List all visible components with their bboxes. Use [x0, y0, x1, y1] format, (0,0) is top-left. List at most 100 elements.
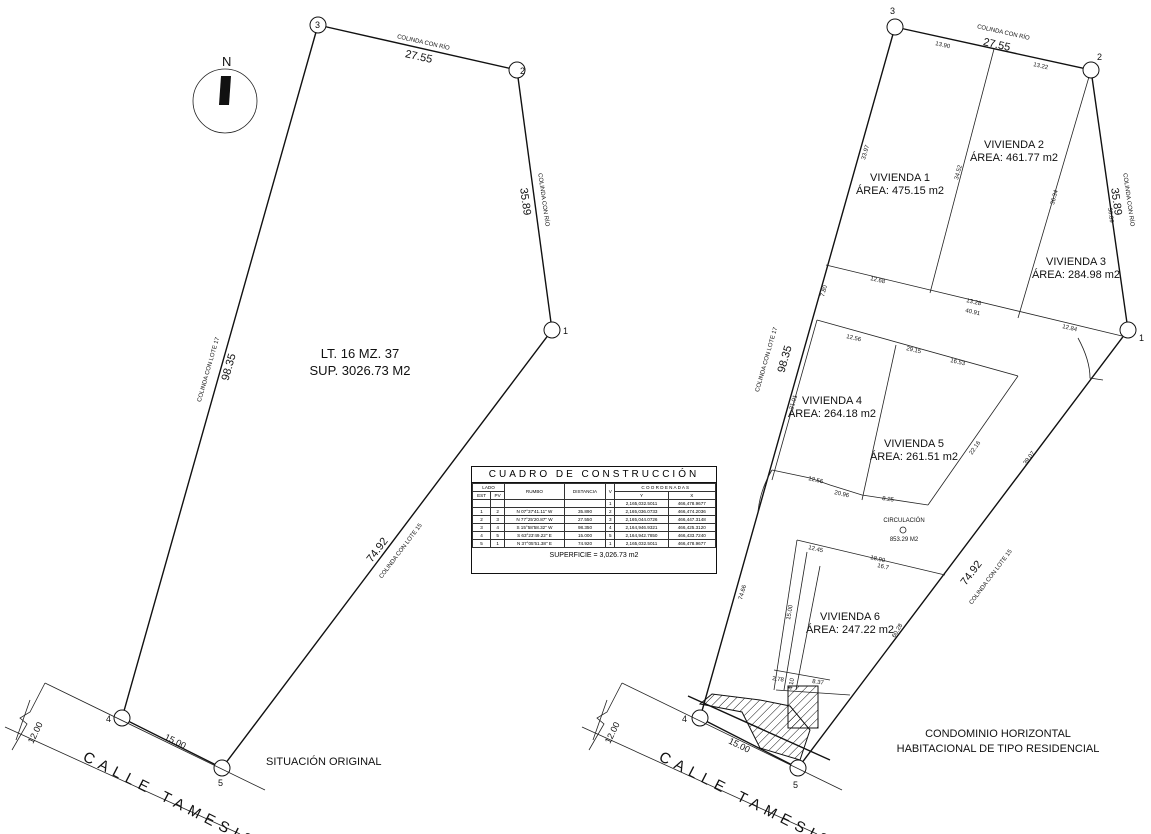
svg-text:13.28: 13.28	[966, 298, 983, 307]
condominium-caption-line1: CONDOMINIO HORIZONTAL	[925, 728, 1071, 740]
construction-table-grid: LADO RUMBO DISTANCIA V C O O R D E N A D…	[471, 483, 717, 548]
condo-vertex-label-3: 3	[890, 6, 895, 16]
header-est: EST	[471, 491, 492, 500]
svg-text:18.90: 18.90	[870, 555, 887, 564]
header-distancia: DISTANCIA	[563, 483, 607, 500]
original-lot-plan: 3 2 1 4 5 COLINDA CON RÍO 27.55 COLINDA …	[4, 16, 568, 834]
table-row: 1 2,165,032.5011 466,478.9677	[471, 499, 717, 508]
unit-4-area: ÁREA: 264.18 m2	[788, 407, 876, 420]
condo-vertex-marker-1	[1119, 321, 1137, 339]
vertex-marker-3	[309, 16, 327, 34]
condo-right-edge-length: 35.89	[1108, 187, 1124, 216]
right-edge-name: COLINDA CON RÍO	[536, 173, 550, 227]
original-situation-caption: SITUACIÓN ORIGINAL	[266, 755, 382, 768]
table-row: 3 4 S 15°58'58.32" W 98.350 4 2,164,946.…	[471, 523, 717, 532]
vertex-label-3: 3	[315, 20, 320, 30]
header-x: X	[667, 491, 717, 500]
vertex-label-5: 5	[218, 778, 223, 788]
table-header-row: LADO RUMBO DISTANCIA V C O O R D E N A D…	[471, 483, 716, 500]
unit-6-area: ÁREA: 247.22 m2	[806, 623, 894, 636]
vertex-label-1: 1	[563, 326, 568, 336]
svg-text:36.89: 36.89	[1106, 207, 1114, 223]
lot-area-label: SUP. 3026.73 M2	[310, 363, 411, 378]
circulation-area: 853.29 M2	[890, 537, 919, 543]
unit-3-area: ÁREA: 284.98 m2	[1032, 268, 1120, 281]
svg-text:29.15: 29.15	[906, 346, 923, 355]
left-edge-name: COLINDA CON LOTE 17	[197, 336, 221, 403]
header-y: Y	[614, 491, 669, 500]
construction-table: CUADRO DE CONSTRUCCIÓN LADO RUMBO DISTAN…	[471, 466, 717, 574]
front-edge-length: 15.00	[163, 732, 188, 751]
vertex-label-4: 4	[106, 714, 111, 724]
header-v: V	[605, 483, 616, 500]
condo-street-offset-length: 12.00	[603, 720, 622, 745]
svg-text:12.68: 12.68	[870, 276, 887, 285]
svg-text:12.45: 12.45	[808, 545, 825, 554]
interior-dimensions: 13.90 13.22 33.97 12.68 13.28 40.91 12.8…	[738, 41, 1114, 690]
vertex-label-2: 2	[520, 66, 525, 76]
vertex-marker-5	[213, 759, 231, 777]
condominium-plan: 3 2 1 4 5 COLINDA CON RÍO 27.55 COLINDA …	[581, 6, 1144, 834]
unit-2-name: VIVIENDA 2	[984, 139, 1044, 151]
svg-text:12.56: 12.56	[808, 476, 825, 485]
unit-1-name: VIVIENDA 1	[870, 172, 930, 184]
svg-text:33.97: 33.97	[861, 144, 871, 161]
construction-table-title: CUADRO DE CONSTRUCCIÓN	[472, 467, 716, 483]
svg-text:16.7: 16.7	[877, 563, 890, 572]
table-row: 5 1 N 37°05'51.38" E 74.920 1 2,165,032.…	[471, 539, 717, 548]
condo-left-edge-length: 98.35	[776, 344, 795, 374]
table-row: 2 3 N 77°25'20.87" W 27.550 3 2,165,044.…	[471, 515, 717, 524]
condo-front-edge-length: 15.00	[727, 736, 752, 755]
condominium-caption-line2: HABITACIONAL DE TIPO RESIDENCIAL	[897, 743, 1100, 755]
svg-text:2.78: 2.78	[772, 676, 785, 684]
condo-left-edge-name: COLINDA CON LOTE 17	[755, 326, 779, 393]
svg-text:N: N	[222, 54, 231, 69]
condo-vertex-label-5: 5	[793, 780, 798, 790]
condo-right-edge-name: COLINDA CON RÍO	[1121, 173, 1135, 227]
condo-street-name: CALLE TAMESIS	[656, 748, 837, 834]
north-arrow-icon: N	[192, 54, 258, 134]
svg-text:16.53: 16.53	[950, 358, 967, 367]
svg-text:22.16: 22.16	[969, 440, 983, 456]
svg-text:34.52: 34.52	[954, 164, 964, 181]
unit-5-area: ÁREA: 261.51 m2	[870, 450, 958, 463]
unit-6-name: VIVIENDA 6	[820, 611, 880, 623]
construction-table-surface: SUPERFICIE = 3,026.73 m2	[549, 552, 639, 559]
condo-diagonal-edge-length: 74.92	[959, 559, 985, 588]
unit-3-name: VIVIENDA 3	[1046, 256, 1106, 268]
svg-text:20.96: 20.96	[834, 490, 851, 499]
condo-vertex-label-4: 4	[682, 714, 687, 724]
condominium-lot-outline	[699, 26, 1129, 769]
unit-4-name: VIVIENDA 4	[802, 395, 862, 407]
unit-5-name: VIVIENDA 5	[884, 438, 944, 450]
svg-text:40.91: 40.91	[965, 308, 982, 317]
lot-label: LT. 16 MZ. 37	[321, 346, 400, 361]
original-lot-outline	[121, 24, 553, 769]
svg-text:36.34: 36.34	[1050, 189, 1060, 206]
table-row: 1 2 N 07°37'41.11" W 35.890 2 2,165,036.…	[471, 507, 717, 516]
street-name: CALLE TAMESIS	[80, 748, 261, 834]
svg-text:15.00: 15.00	[786, 604, 795, 620]
svg-text:8.37: 8.37	[812, 679, 825, 687]
header-coords: C O O R D E N A D A S	[614, 483, 716, 492]
svg-text:21.01: 21.01	[789, 394, 799, 411]
header-pv: PV	[490, 491, 506, 500]
svg-text:4.10: 4.10	[788, 677, 796, 690]
condo-vertex-marker-2	[1082, 61, 1100, 79]
vertex-marker-2	[508, 61, 526, 79]
right-edge-length: 35.89	[517, 187, 533, 216]
unit-1-area: ÁREA: 475.15 m2	[856, 184, 944, 197]
street-offset-length: 12.00	[26, 720, 45, 745]
top-edge-length: 27.55	[404, 48, 433, 66]
condo-top-edge-length: 27.55	[982, 36, 1011, 54]
condo-vertex-label-2: 2	[1097, 52, 1102, 62]
condo-vertex-marker-5	[789, 759, 807, 777]
condo-vertex-marker-4	[691, 709, 709, 727]
svg-text:74.66: 74.66	[738, 584, 748, 601]
unit-2-area: ÁREA: 461.77 m2	[970, 151, 1058, 164]
svg-text:12.84: 12.84	[1062, 324, 1079, 333]
hatched-access-area	[698, 693, 811, 761]
circulation-marker-icon	[899, 526, 907, 534]
vertex-marker-1	[543, 321, 561, 339]
